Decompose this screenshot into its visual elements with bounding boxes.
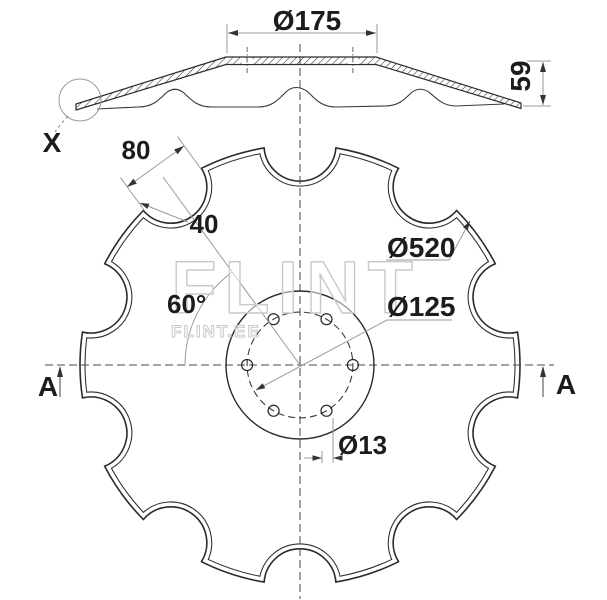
bolt-hole — [320, 404, 333, 417]
detail-circle — [58, 78, 102, 122]
bolt-hole — [346, 358, 360, 372]
section-mark-right: A — [540, 366, 576, 400]
dimension-labels: 80 40 Ø520 Ø125 60° Ø13 — [122, 135, 456, 460]
dim-hole-angle — [162, 176, 301, 366]
label-hole-diameter: Ø13 — [338, 430, 387, 460]
dim-bolt-circle — [255, 319, 452, 391]
dim-hole-diameter — [304, 418, 343, 463]
profile-rear-silhouette — [96, 86, 505, 110]
disc-view: A A — [38, 44, 576, 599]
bolt-hole — [267, 404, 280, 417]
bolt-hole — [267, 313, 280, 326]
dim-notch-width — [120, 136, 202, 211]
bolt-holes — [240, 313, 360, 417]
label-section-left: A — [38, 371, 58, 402]
bolt-hole — [320, 313, 333, 326]
disc-outline-outer — [79, 147, 521, 583]
bolt-circle — [246, 311, 354, 419]
dim-notch-radius — [139, 202, 189, 223]
profile-view: Ø175 59 X — [43, 5, 551, 158]
center-flat-circle — [225, 290, 375, 440]
label-notch-radius: 40 — [190, 209, 219, 239]
label-notch-width: 80 — [122, 135, 151, 165]
section-mark-left: A — [38, 366, 63, 402]
bolt-hole — [240, 358, 254, 372]
label-flat-diameter: Ø175 — [273, 5, 342, 36]
watermark: FLINT FLINT.EE — [170, 245, 421, 341]
dim-profile-height: 59 — [505, 60, 551, 107]
label-bolt-circle: Ø125 — [387, 291, 456, 322]
label-section-right: A — [556, 369, 576, 400]
label-hole-angle: 60° — [167, 289, 206, 319]
label-detail-x: X — [43, 127, 62, 158]
watermark-main: FLINT — [171, 246, 421, 329]
watermark-sub: FLINT.EE — [171, 322, 261, 341]
detail-callout-x: X — [43, 78, 102, 158]
profile-blade-section — [75, 56, 522, 111]
dim-flat-diameter: Ø175 — [226, 5, 378, 53]
label-profile-height: 59 — [505, 60, 536, 91]
detail-leader — [54, 115, 69, 133]
label-outer-diameter: Ø520 — [387, 232, 456, 263]
disc-outline-inner — [84, 153, 516, 577]
dim-outer-diameter — [386, 220, 471, 261]
